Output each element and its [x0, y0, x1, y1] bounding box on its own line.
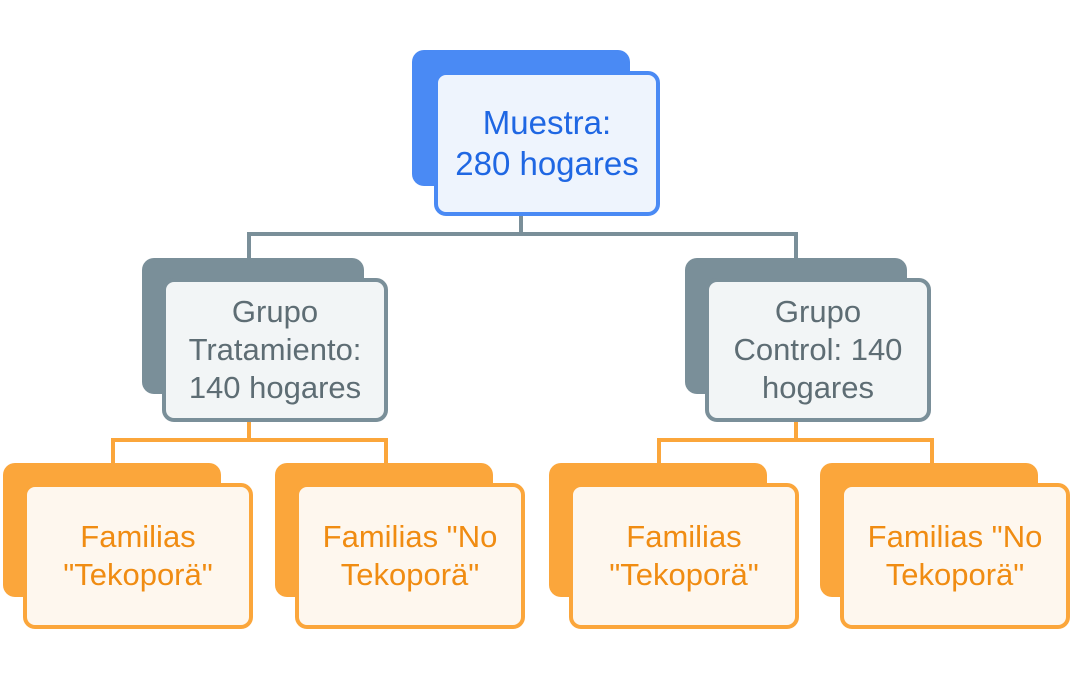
leaf-node-1-box: Familias "Tekoporä" [23, 483, 253, 629]
leaf-node-4-label: Familias "No Tekoporä" [867, 519, 1043, 592]
leaf-node-2-box: Familias "No Tekoporä" [295, 483, 525, 629]
leaf-node-3: Familias "Tekoporä" [549, 463, 799, 629]
leaf-node-1-label: Familias "Tekoporä" [63, 519, 213, 592]
group-node-treatment-box: Grupo Tratamiento: 140 hogares [162, 278, 388, 422]
root-node-label: Muestra: 280 hogares [455, 104, 639, 182]
leaf-node-4-box: Familias "No Tekoporä" [840, 483, 1070, 629]
leaf-node-2-label: Familias "No Tekoporä" [322, 519, 498, 592]
group-node-control-box: Grupo Control: 140 hogares [705, 278, 931, 422]
group-node-treatment-label: Grupo Tratamiento: 140 hogares [188, 294, 362, 405]
root-node: Muestra: 280 hogares [412, 50, 660, 216]
root-node-box: Muestra: 280 hogares [434, 71, 660, 216]
group-node-control: Grupo Control: 140 hogares [685, 258, 931, 424]
leaf-node-2: Familias "No Tekoporä" [275, 463, 525, 629]
leaf-node-4: Familias "No Tekoporä" [820, 463, 1070, 629]
group-node-control-label: Grupo Control: 140 hogares [733, 294, 903, 405]
leaf-node-1: Familias "Tekoporä" [3, 463, 253, 629]
leaf-node-3-label: Familias "Tekoporä" [609, 519, 759, 592]
leaf-node-3-box: Familias "Tekoporä" [569, 483, 799, 629]
group-node-treatment: Grupo Tratamiento: 140 hogares [142, 258, 388, 424]
